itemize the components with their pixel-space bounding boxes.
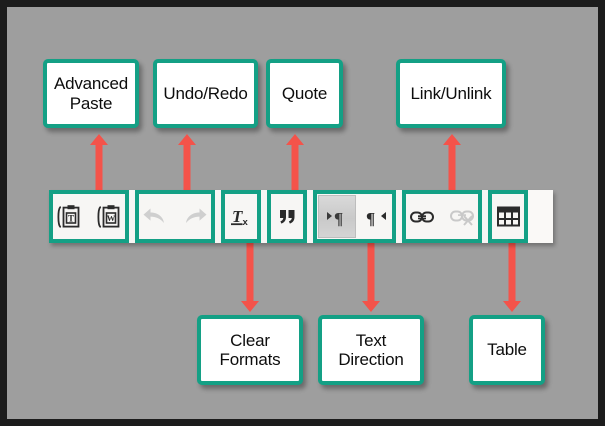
toolbar-group-quote xyxy=(267,190,307,243)
callout-clear-formats: Clear Formats xyxy=(197,315,303,385)
toolbar-group-clear-formats: T x xyxy=(221,190,261,243)
svg-text:¶: ¶ xyxy=(366,209,375,228)
arrow-shaft xyxy=(246,242,254,302)
arrow-head xyxy=(443,134,461,145)
callout-link-unlink-line1: Link/Unlink xyxy=(410,83,492,103)
toolbar-group-paste: T W xyxy=(49,190,129,243)
clipboard-word-icon: W xyxy=(97,204,120,228)
paragraph-rtl-icon: ¶ xyxy=(366,209,386,228)
callout-table: Table xyxy=(469,315,545,385)
insert-table-button[interactable] xyxy=(488,190,528,243)
callout-table-line1: Table xyxy=(487,340,527,360)
arrow-shaft xyxy=(95,143,103,193)
paste-as-text-button[interactable]: T xyxy=(49,190,89,243)
arrow-to-table xyxy=(503,242,521,312)
arrow-to-link-unlink xyxy=(443,134,461,193)
callout-undo-redo-line1: Undo/Redo xyxy=(163,83,248,103)
arrow-to-advanced-paste xyxy=(90,134,108,193)
arrow-shaft xyxy=(508,242,516,302)
toolbar-group-link xyxy=(402,190,482,243)
paste-from-word-button[interactable]: W xyxy=(89,190,129,243)
toolbar-group-history xyxy=(135,190,215,243)
arrow-shaft xyxy=(183,143,191,193)
toolbar-group-text-direction: ¶ ¶ xyxy=(313,190,396,243)
arrow-to-clear-formats xyxy=(241,242,259,312)
arrow-shaft xyxy=(448,143,456,193)
callout-text-direction-line1: Text xyxy=(355,330,387,350)
remove-format-button[interactable]: T x xyxy=(221,190,261,243)
clipboard-text-icon: T xyxy=(57,204,80,228)
arrow-head xyxy=(241,301,259,312)
toolbar-group-table xyxy=(488,190,528,243)
callout-quote: Quote xyxy=(266,59,343,128)
callout-link-unlink: Link/Unlink xyxy=(396,59,506,128)
callout-clear-formats-line2: Formats xyxy=(219,350,281,369)
clear-format-tx-icon: T x xyxy=(231,207,249,228)
undo-arrow-icon xyxy=(143,208,164,223)
block-quote-button[interactable] xyxy=(267,190,307,243)
ltr-direction-button[interactable]: ¶ xyxy=(318,195,356,238)
undo-button[interactable] xyxy=(135,190,175,243)
chain-link-icon xyxy=(410,211,434,222)
callout-text-direction-line2: Direction xyxy=(338,350,404,369)
arrow-head xyxy=(178,134,196,145)
arrow-head xyxy=(286,134,304,145)
callout-text-direction: Text Direction xyxy=(318,315,424,385)
arrow-shaft xyxy=(367,242,375,302)
redo-arrow-icon xyxy=(186,208,207,223)
toolbar-empty-space xyxy=(528,190,553,243)
svg-text:x: x xyxy=(243,217,249,228)
svg-text:¶: ¶ xyxy=(334,209,343,228)
callout-advanced-paste-line1: Advanced xyxy=(53,74,128,94)
callout-clear-formats-line1: Clear xyxy=(230,330,270,350)
chain-unlink-icon xyxy=(450,210,474,226)
arrow-head xyxy=(90,134,108,145)
rtl-direction-button[interactable]: ¶ xyxy=(356,190,396,243)
quote-marks-icon xyxy=(280,209,295,224)
paragraph-ltr-icon: ¶ xyxy=(327,209,343,228)
arrow-to-undo-redo xyxy=(178,134,196,193)
arrow-shaft xyxy=(291,143,299,193)
arrow-head xyxy=(362,301,380,312)
table-grid-icon xyxy=(496,206,520,227)
callout-advanced-paste-line2: Paste xyxy=(69,93,113,113)
arrow-head xyxy=(503,301,521,312)
callout-quote-line1: Quote xyxy=(281,83,328,103)
insert-link-button[interactable] xyxy=(402,190,442,243)
callout-undo-redo: Undo/Redo xyxy=(153,59,258,128)
redo-button[interactable] xyxy=(175,190,215,243)
arrow-to-text-direction xyxy=(362,242,380,312)
svg-text:T: T xyxy=(232,207,243,226)
remove-link-button[interactable] xyxy=(442,190,482,243)
svg-text:W: W xyxy=(107,213,116,223)
editor-toolbar[interactable]: T W xyxy=(49,190,553,243)
svg-text:T: T xyxy=(68,213,74,223)
arrow-to-quote xyxy=(286,134,304,193)
callout-advanced-paste: Advanced Paste xyxy=(43,59,139,128)
